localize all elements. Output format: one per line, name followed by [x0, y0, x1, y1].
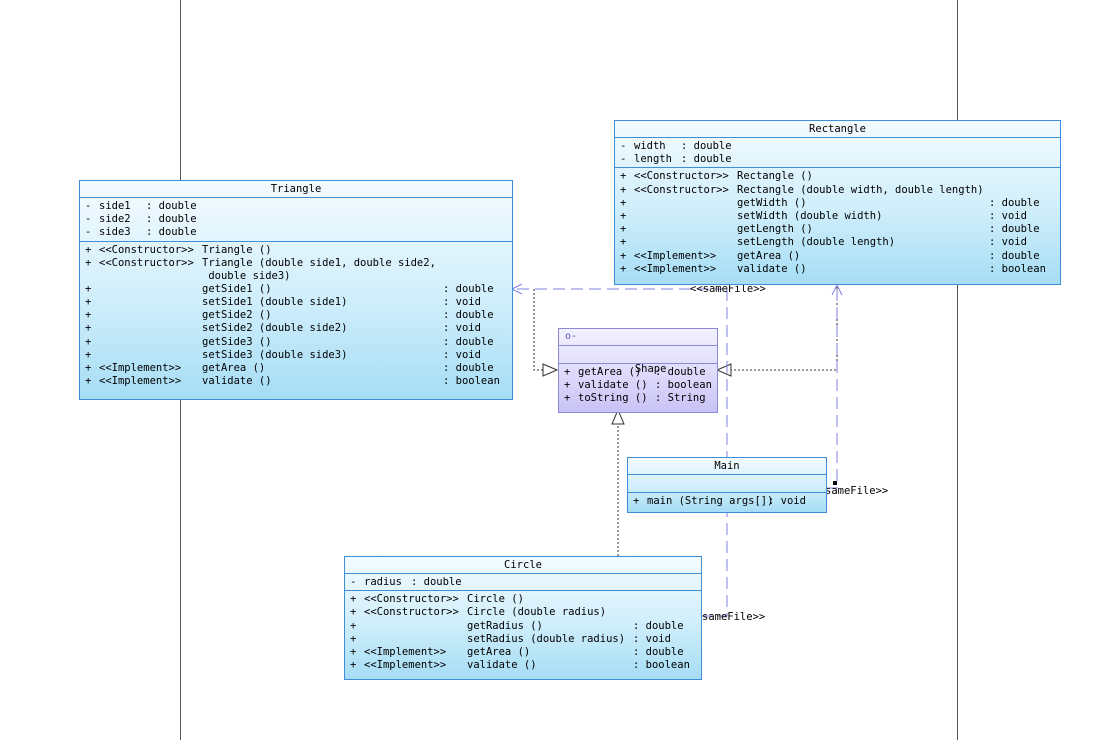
operation-row[interactable]: +<<Implement>>validate (): boolean: [85, 375, 500, 388]
rectangle-implements-shape: [717, 283, 838, 370]
operations-section: +main (String args[]): void: [628, 493, 826, 509]
operation-row[interactable]: +setSide2 (double side2): void: [85, 322, 481, 335]
operation-row[interactable]: +<<Constructor>>Triangle (double side1, …: [85, 256, 436, 282]
operation-row[interactable]: +setWidth (double width): void: [620, 209, 1027, 222]
operation-row[interactable]: +getSide3 (): double: [85, 335, 494, 348]
operation-row[interactable]: +getLength (): double: [620, 223, 1040, 236]
class-main[interactable]: Main +main (String args[]): void: [627, 457, 827, 513]
attributes-section: -side1: double -side2: double -side3: do…: [80, 198, 512, 242]
attribute-row[interactable]: -radius: double: [350, 576, 462, 588]
samefile-to-circle: [701, 289, 728, 617]
operation-row[interactable]: +validate (): boolean: [564, 379, 712, 392]
operation-row[interactable]: +main (String args[]): void: [633, 495, 806, 507]
operations-section: +getArea (): double +validate (): boolea…: [559, 364, 717, 407]
operation-row[interactable]: +setRadius (double radius): void: [350, 632, 671, 645]
samefile-main-to-rectangle: [826, 285, 837, 489]
operation-row[interactable]: +getRadius (): double: [350, 619, 684, 632]
operation-row[interactable]: +getWidth (): double: [620, 196, 1040, 209]
samefile-label-top: <<sameFile>>: [690, 283, 766, 295]
interface-title: o- Shape: [559, 329, 717, 375]
operation-row[interactable]: +<<Implement>>getArea (): double: [85, 361, 494, 374]
operation-row[interactable]: +<<Implement>>validate (): boolean: [350, 659, 690, 672]
operation-row[interactable]: +<<Implement>>getArea (): double: [350, 645, 684, 658]
swimlane-divider-right: [957, 0, 958, 740]
class-rectangle[interactable]: Rectangle -width : double -length: doubl…: [614, 120, 1061, 285]
operation-row[interactable]: +getArea (): double: [564, 366, 706, 378]
operation-row[interactable]: +getSide2 (): double: [85, 309, 494, 322]
operations-section: +<<Constructor>>Rectangle () +<<Construc…: [615, 168, 1060, 277]
operation-row[interactable]: +toString (): String: [564, 392, 706, 405]
attribute-row[interactable]: -width : double: [620, 140, 732, 152]
class-title: Circle: [345, 557, 701, 574]
attributes-section: -radius: double: [345, 574, 701, 592]
operation-row[interactable]: +setSide1 (double side1): void: [85, 295, 481, 308]
operation-row[interactable]: +getSide1 (): double: [85, 282, 494, 295]
attributes-section: [559, 346, 717, 364]
class-triangle[interactable]: Triangle -side1: double -side2: double -…: [79, 180, 513, 400]
attribute-row[interactable]: -side3: double: [85, 226, 197, 239]
attribute-row[interactable]: -side1: double: [85, 200, 197, 212]
class-circle[interactable]: Circle -radius: double +<<Constructor>>C…: [344, 556, 702, 680]
class-title: Triangle: [80, 181, 512, 198]
anchor-dot: [833, 481, 837, 485]
operation-row[interactable]: +setLength (double length): void: [620, 236, 1027, 249]
operation-row[interactable]: +<<Constructor>>Rectangle (double width,…: [620, 183, 984, 196]
operation-row[interactable]: +<<Constructor>>Circle (): [350, 593, 524, 606]
samefile-label-circle: sameFile>>: [702, 611, 766, 623]
operations-section: +<<Constructor>>Triangle () +<<Construct…: [80, 242, 512, 390]
operation-row[interactable]: +<<Constructor>>Triangle (): [85, 243, 272, 256]
operation-row[interactable]: +<<Implement>>getArea (): double: [620, 249, 1040, 262]
attributes-section: -width : double -length: double: [615, 138, 1060, 169]
operation-row[interactable]: +setSide3 (double side3): void: [85, 348, 481, 361]
class-title: Rectangle: [615, 121, 1060, 138]
samefile-label-main: sameFile>>: [825, 485, 889, 497]
operations-section: +<<Constructor>>Circle () +<<Constructor…: [345, 591, 701, 673]
operation-row[interactable]: +<<Constructor>>Circle (double radius): [350, 606, 607, 619]
attribute-row[interactable]: -length: double: [620, 153, 732, 166]
attribute-row[interactable]: -side2: double: [85, 213, 197, 226]
class-title: Main: [628, 458, 826, 475]
triangle-implements-shape: [533, 289, 557, 370]
interface-icon: o-: [565, 331, 578, 342]
operation-row[interactable]: +<<Constructor>>Rectangle (): [620, 170, 813, 183]
attributes-section: [628, 475, 826, 493]
operation-row[interactable]: +<<Implement>>validate (): boolean: [620, 262, 1046, 275]
interface-shape[interactable]: o- Shape +getArea (): double +validate (…: [558, 328, 718, 413]
